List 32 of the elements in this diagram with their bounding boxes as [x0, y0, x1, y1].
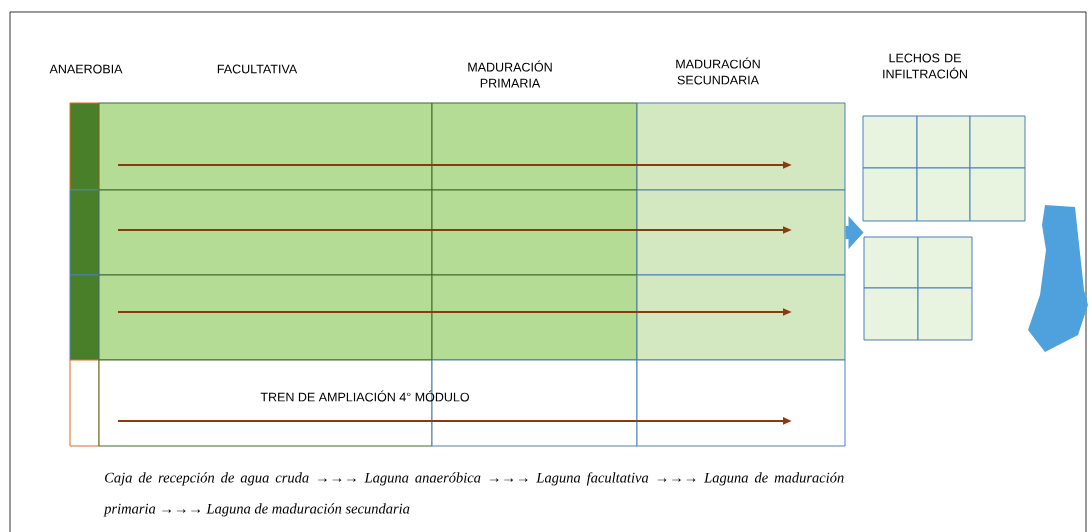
- infiltration-bed: [917, 287, 973, 341]
- pond-box: [69, 102, 100, 191]
- pond-box: [636, 274, 846, 361]
- column-heading: LECHOS DE INFILTRACIÓN: [883, 53, 967, 79]
- pond-box: [69, 274, 100, 361]
- caption: Caja de recepción de agua cruda →→→ Laguna anaeróbica →→→ Laguna facultativa →→→ Laguna de maduración primaria →→→ Laguna de maduración secundaria: [103, 472, 844, 517]
- pond-box: [98, 189, 433, 276]
- column-heading: ANAEROBIA: [49, 64, 123, 74]
- pond-box: [431, 189, 638, 276]
- infiltration-bed: [969, 115, 1026, 169]
- column-heading: FACULTATIVA: [217, 64, 298, 74]
- pond-box: [636, 189, 846, 276]
- infiltration-bed: [969, 167, 1026, 222]
- module-label: TREN DE AMPLIACIÓN 4° MÓDULO: [260, 390, 469, 402]
- infiltration-bed: [916, 115, 971, 169]
- column-heading: MADURACIÓN SECUNDARIA: [676, 57, 760, 85]
- column-heading: MADURACIÓN PRIMARIA: [468, 60, 552, 88]
- water-body-drawing: [1028, 205, 1088, 352]
- infiltration-bed: [917, 236, 973, 289]
- pond-box: [69, 189, 100, 276]
- infiltration-bed: [863, 236, 919, 289]
- infiltration-bed: [916, 167, 971, 222]
- infiltration-bed: [862, 115, 918, 169]
- pond-box: [636, 102, 846, 191]
- infiltration-bed: [863, 287, 919, 341]
- pond-box: [98, 102, 433, 191]
- infiltration-bed: [862, 167, 918, 222]
- pond-box: [431, 274, 638, 361]
- pond-box: [431, 102, 638, 191]
- pond-box: [69, 359, 100, 447]
- pond-box: [636, 359, 846, 447]
- pond-box: [98, 274, 433, 361]
